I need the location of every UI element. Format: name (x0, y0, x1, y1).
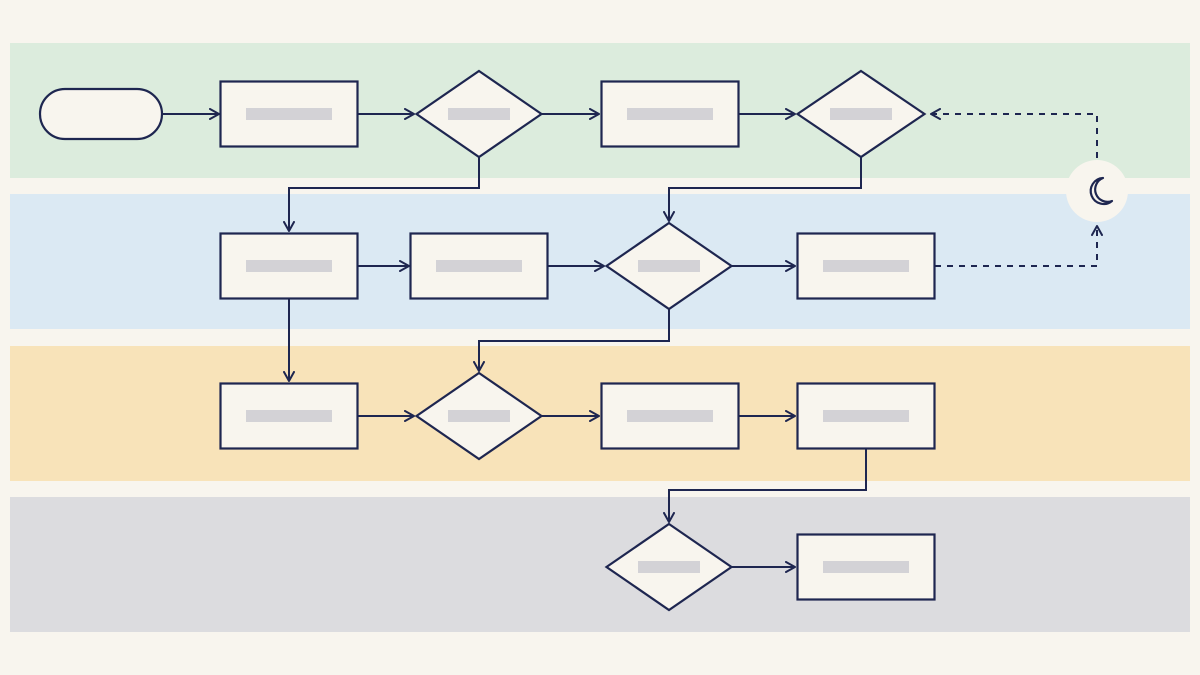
node-decision-a (414, 69, 544, 159)
edge-decision-b-to-decision-c (663, 157, 862, 222)
node-step-d (409, 232, 549, 300)
node-step-a (219, 80, 359, 148)
label-placeholder (823, 561, 909, 573)
node-step-e (796, 232, 936, 300)
node-step-f (219, 382, 359, 450)
process-box (796, 232, 936, 300)
label-placeholder (823, 410, 909, 422)
edge-decision-a-to-step-c (283, 157, 480, 232)
edge-step-e-to-wait-marker (935, 225, 1103, 267)
label-placeholder (823, 260, 909, 272)
node-decision-b (795, 69, 927, 159)
label-placeholder (448, 410, 510, 422)
node-step-i (796, 533, 936, 601)
node-decision-d (414, 371, 544, 461)
label-placeholder (627, 108, 713, 120)
label-placeholder (246, 410, 332, 422)
swimlane-2 (10, 194, 1190, 329)
node-step-h (796, 382, 936, 450)
swimlane-1 (10, 43, 1190, 178)
node-decision-e (604, 522, 734, 612)
node-step-c (219, 232, 359, 300)
wait-marker (1066, 160, 1128, 222)
node-decision-c (604, 221, 734, 311)
label-placeholder (627, 410, 713, 422)
label-placeholder (830, 108, 892, 120)
label-placeholder (448, 108, 510, 120)
label-placeholder (638, 260, 700, 272)
swimlane-3 (10, 346, 1190, 481)
edge-decision-c-to-decision-d (473, 309, 670, 372)
edge-wait-marker-to-decision-b (930, 108, 1098, 158)
moon-icon (1089, 176, 1114, 206)
label-placeholder (436, 260, 522, 272)
node-start (38, 87, 164, 141)
label-placeholder (246, 260, 332, 272)
label-placeholder (246, 108, 332, 120)
swimlane-4 (10, 497, 1190, 632)
node-step-g (600, 382, 740, 450)
edge-step-h-to-decision-e (663, 449, 867, 523)
terminator-shape (38, 87, 164, 141)
wait-marker-badge (1066, 160, 1128, 222)
label-placeholder (638, 561, 700, 573)
node-step-b (600, 80, 740, 148)
